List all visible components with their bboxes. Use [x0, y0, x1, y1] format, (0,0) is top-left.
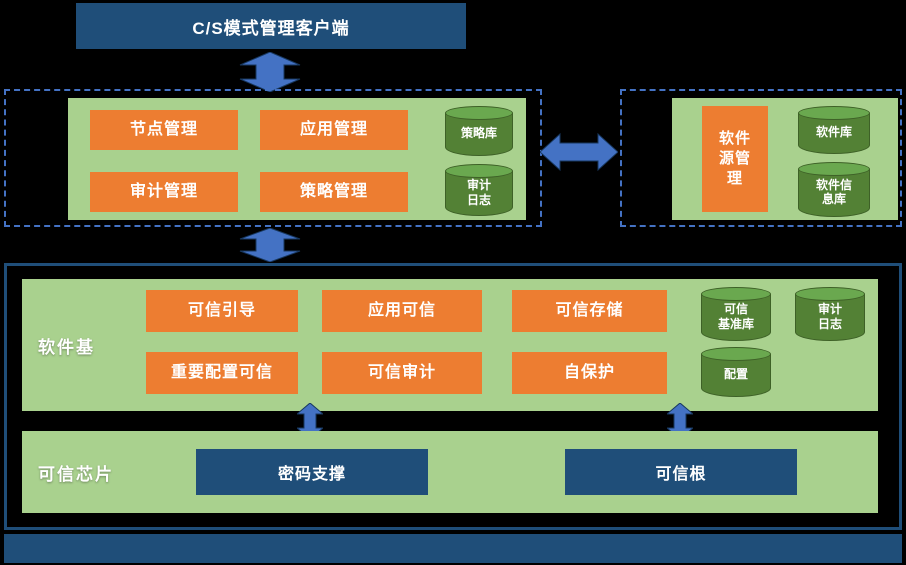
box-node-management: 节点管理 — [90, 110, 238, 150]
db-software-info-store-label: 软件信 息库 — [815, 177, 852, 206]
box-trusted-audit: 可信审计 — [322, 352, 482, 394]
cylinder-top — [795, 287, 865, 301]
cylinder-top — [798, 106, 870, 120]
box-trusted-audit-label: 可信审计 — [367, 364, 436, 382]
box-software-source-management-label: 软件 源管 理 — [718, 129, 751, 188]
cylinder-body — [795, 294, 865, 341]
db-trusted-baseline-label: 可信 基准库 — [717, 302, 754, 331]
db-cylinder-policy-store: 策略库 — [445, 106, 513, 156]
client-box-label: C/S模式管理客户端 — [192, 18, 350, 38]
small-up-down-arrow-icon — [297, 403, 323, 439]
db-cylinder-software-store: 软件库 — [798, 106, 870, 154]
up-down-arrow-icon — [239, 228, 301, 262]
box-self-protection-label: 自保护 — [563, 364, 615, 382]
software-base-label: 软件基 — [38, 337, 95, 357]
cylinder-top — [701, 287, 771, 301]
box-root-of-trust-label: 可信根 — [655, 466, 707, 483]
box-self-protection: 自保护 — [512, 352, 667, 394]
box-policy-management-label: 策略管理 — [299, 183, 368, 201]
cylinder-top — [445, 164, 513, 178]
db-policy-store-label: 策略库 — [460, 126, 497, 141]
box-important-config-trust: 重要配置可信 — [146, 352, 298, 394]
box-trusted-boot: 可信引导 — [146, 290, 298, 332]
db-software-store-label: 软件库 — [815, 125, 852, 140]
box-root-of-trust: 可信根 — [565, 449, 797, 495]
cylinder-top — [701, 347, 771, 361]
box-trusted-storage-label: 可信存储 — [555, 302, 624, 320]
box-application-management-label: 应用管理 — [299, 121, 368, 139]
box-policy-management: 策略管理 — [260, 172, 408, 212]
box-trusted-storage: 可信存储 — [512, 290, 667, 332]
db-cylinder-audit-log: 审计 日志 — [445, 164, 513, 216]
db-cylinder-trusted-baseline-store: 可信 基准库 — [701, 287, 771, 341]
cylinder-body — [798, 169, 870, 217]
left-right-arrow-icon — [540, 132, 618, 172]
cylinder-top — [798, 162, 870, 176]
software-source-dashed-frame: 软件 源管 理 软件库 软件信 息库 — [620, 89, 902, 227]
db-cylinder-audit-log-2: 审计 日志 — [795, 287, 865, 341]
management-dashed-frame: 节点管理 应用管理 审计管理 策略管理 策略库 审计 日志 — [4, 89, 542, 227]
db-config-label: 配置 — [723, 367, 748, 382]
box-trusted-boot-label: 可信引导 — [187, 302, 256, 320]
db-audit-log-2-label: 审计 日志 — [817, 302, 842, 331]
bottom-hardware-bar — [4, 534, 902, 563]
box-application-trust: 应用可信 — [322, 290, 482, 332]
software-base-panel: 软件基 可信引导 应用可信 可信存储 重要配置可信 可信审计 自保护 — [22, 279, 878, 411]
trusted-chip-panel: 可信芯片 密码支撑 可信根 — [22, 431, 878, 513]
box-crypto-support-label: 密码支撑 — [277, 466, 346, 483]
cylinder-body — [701, 294, 771, 341]
box-node-management-label: 节点管理 — [129, 121, 198, 139]
management-panel: 节点管理 应用管理 审计管理 策略管理 策略库 审计 日志 — [68, 98, 526, 220]
box-audit-management-label: 审计管理 — [129, 183, 198, 201]
cylinder-body — [445, 113, 513, 156]
trusted-chip-label: 可信芯片 — [38, 464, 114, 484]
box-important-config-trust-label: 重要配置可信 — [170, 364, 273, 382]
software-source-panel: 软件 源管 理 软件库 软件信 息库 — [672, 98, 898, 220]
box-audit-management: 审计管理 — [90, 172, 238, 212]
cylinder-body — [701, 354, 771, 397]
cylinder-body — [445, 171, 513, 216]
trusted-computing-container: 软件基 可信引导 应用可信 可信存储 重要配置可信 可信审计 自保护 — [4, 263, 902, 530]
box-software-source-management: 软件 源管 理 — [702, 106, 768, 212]
up-down-arrow-icon — [239, 52, 301, 92]
box-crypto-support: 密码支撑 — [196, 449, 428, 495]
small-up-down-arrow-icon — [667, 403, 693, 439]
box-application-trust-label: 应用可信 — [367, 302, 436, 320]
db-audit-log-label: 审计 日志 — [466, 178, 491, 207]
client-box: C/S模式管理客户端 — [76, 3, 466, 49]
db-cylinder-config: 配置 — [701, 347, 771, 397]
db-cylinder-software-info-store: 软件信 息库 — [798, 162, 870, 217]
box-application-management: 应用管理 — [260, 110, 408, 150]
cylinder-top — [445, 106, 513, 120]
